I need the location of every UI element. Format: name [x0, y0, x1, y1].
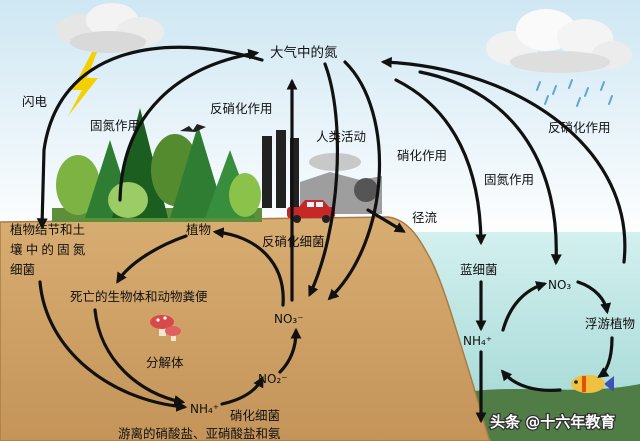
arrow-human-activity [308, 62, 339, 297]
label-phytoplankton: 浮游植物 [585, 316, 635, 331]
cycle-arrows [36, 45, 627, 424]
diagram-labels: 大气中的氮 闪电 固氮作用 反硝化作用 人类活动 硝化作用 固氮作用 反硝化作用… [10, 45, 635, 441]
fish-icon [571, 375, 614, 393]
label-nitrifying-bacteria: 硝化细菌 [230, 408, 280, 423]
arrow-denitrification-right [380, 56, 627, 264]
arrow-ammonium-to-nitrite [220, 376, 264, 406]
arrow-fish-to-ammonium [500, 369, 562, 392]
car-icon [287, 200, 335, 223]
arrow-nitrate-to-phytoplankton [576, 280, 612, 315]
label-nitrogen-fixation-left: 固氮作用 [90, 118, 140, 133]
label-human-activity: 人类活动 [316, 129, 366, 144]
label-water-nitrate: NO₃ [548, 278, 571, 292]
lightning-bolt-icon [68, 52, 98, 116]
arrow-fixing-bacteria-to-ammonium [38, 280, 188, 412]
arrow-nitrate-to-plants [212, 227, 285, 307]
arrow-nitrite-to-nitrate [278, 327, 302, 374]
label-soil-nitrate: NO₃⁻ [274, 312, 304, 326]
label-water-ammonium: NH₄⁺ [463, 334, 492, 348]
arrow-ammonium-to-nitrate-water [501, 281, 548, 332]
arrow-nitrification [327, 60, 382, 301]
label-free-ions: 游离的硝酸盐、亚硝酸盐和氨 [118, 426, 281, 441]
label-fixing-bacteria-line-3: 细菌 [10, 262, 35, 277]
label-fixing-bacteria-line-1: 植物结节和土 [10, 222, 85, 237]
label-runoff: 径流 [412, 210, 438, 225]
storm-cloud-icon [56, 3, 164, 53]
label-decomposers: 分解体 [146, 355, 184, 370]
label-denitrifying-bacteria: 反硝化细菌 [262, 234, 325, 249]
sea-floor [468, 384, 640, 441]
arrow-land-to-atmosphere [118, 48, 260, 202]
arrow-atmosphere-to-fixing-bacteria [36, 45, 264, 230]
mushroom-icon [150, 315, 181, 341]
label-dead-organisms: 死亡的生物体和动物粪便 [70, 289, 208, 304]
rain-cloud-icon [486, 9, 632, 73]
label-denitrification-right: 反硝化作用 [548, 120, 611, 135]
label-soil-ammonium: NH₄⁺ [190, 402, 219, 416]
label-nitrification: 硝化作用 [397, 148, 447, 163]
label-plants: 植物 [186, 222, 211, 237]
rain-drops-icon [536, 79, 613, 107]
arrow-atmosphere-to-water-nitrate [418, 70, 562, 266]
arrow-phytoplankton-to-fish [597, 336, 614, 378]
arrow-fixation-to-cyanobacteria [394, 78, 487, 246]
label-denitrification-center: 反硝化作用 [210, 101, 273, 116]
arrow-plants-to-dead-matter [116, 234, 188, 284]
arrow-runoff [366, 208, 406, 233]
label-fixing-bacteria-line-2: 壤中的固氮 [10, 242, 89, 257]
watermark: 头条 @十六年教育 [490, 413, 615, 431]
label-cyanobacteria: 蓝细菌 [460, 262, 498, 277]
forest-trees [52, 108, 262, 222]
label-lightning: 闪电 [22, 94, 48, 109]
bird-icon [180, 124, 206, 132]
arrow-dead-matter-to-ammonium [93, 308, 186, 406]
label-nitrogen-fixation-right: 固氮作用 [484, 172, 534, 187]
label-atmospheric-nitrogen: 大气中的氮 [270, 45, 338, 61]
label-soil-nitrite: NO₂⁻ [258, 372, 288, 386]
